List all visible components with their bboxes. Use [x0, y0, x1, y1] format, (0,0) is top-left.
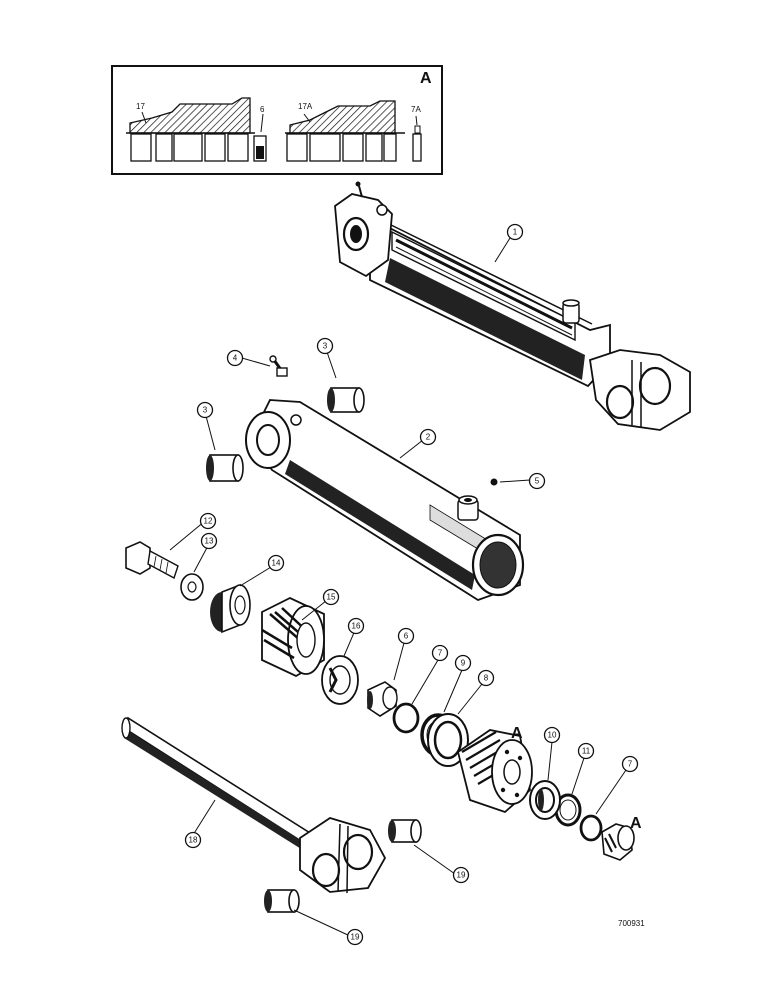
callout-9: 9 — [454, 654, 472, 672]
svg-text:2: 2 — [426, 433, 431, 442]
inset-label-6: 6 — [260, 105, 265, 114]
svg-text:18: 18 — [189, 836, 198, 845]
svg-text:12: 12 — [204, 517, 213, 526]
cylinder-barrel — [245, 399, 525, 601]
gland-17-section — [126, 97, 267, 162]
svg-text:4: 4 — [233, 354, 238, 363]
section-mark-gland: A — [511, 725, 523, 742]
rod-bushing-upper — [388, 819, 422, 843]
rod-wiper — [601, 823, 635, 861]
grease-fitting — [269, 355, 288, 377]
callout-19-upper: 19 — [452, 866, 470, 884]
svg-text:16: 16 — [352, 622, 361, 631]
callout-15: 15 — [322, 588, 340, 606]
callout-8: 8 — [477, 669, 495, 687]
section-mark-wiper: A — [630, 815, 642, 832]
wear-ring — [367, 681, 398, 717]
svg-text:11: 11 — [582, 747, 591, 756]
svg-text:7: 7 — [628, 760, 633, 769]
svg-text:8: 8 — [484, 674, 489, 683]
callout-11: 11 — [577, 742, 595, 760]
callout-10: 10 — [543, 726, 561, 744]
svg-text:19: 19 — [457, 871, 466, 880]
svg-text:13: 13 — [205, 537, 214, 546]
inset-section-a: A 17 6 — [111, 65, 443, 175]
callout-18: 18 — [184, 831, 202, 849]
svg-text:10: 10 — [548, 731, 557, 740]
assembled-cylinder — [334, 181, 691, 431]
inset-label-17a: 17A — [298, 102, 313, 111]
svg-text:14: 14 — [272, 559, 281, 568]
callout-6: 6 — [397, 627, 415, 645]
svg-text:3: 3 — [203, 406, 208, 415]
callout-19-lower: 19 — [346, 928, 364, 946]
callout-5: 5 — [528, 472, 546, 490]
wiper-ring — [529, 780, 561, 820]
gland-17a-section — [285, 100, 422, 162]
callout-4: 4 — [226, 349, 244, 367]
callout-7-lower: 7 — [621, 755, 639, 773]
rod-spacer — [321, 655, 359, 705]
bushing-lower — [206, 454, 244, 482]
svg-text:19: 19 — [351, 933, 360, 942]
gland — [456, 729, 533, 814]
figure-number: 700931 — [618, 919, 645, 928]
callout-3-upper: 3 — [316, 337, 334, 355]
callout-14: 14 — [267, 554, 285, 572]
svg-text:3: 3 — [323, 342, 328, 351]
svg-text:7: 7 — [438, 649, 443, 658]
inset-label-7a: 7A — [411, 105, 421, 114]
svg-text:5: 5 — [535, 477, 540, 486]
bolt — [125, 541, 179, 580]
svg-text:9: 9 — [461, 659, 466, 668]
svg-text:15: 15 — [327, 593, 336, 602]
callout-13: 13 — [200, 532, 218, 550]
callout-16: 16 — [347, 617, 365, 635]
piston — [261, 596, 325, 678]
piston-spacer — [210, 583, 251, 634]
o-ring-upper — [392, 702, 420, 734]
callout-3-lower: 3 — [196, 401, 214, 419]
plug — [490, 478, 498, 486]
inset-section-letter: A — [420, 70, 432, 87]
rod-bushing-lower — [264, 889, 300, 913]
callout-2: 2 — [419, 428, 437, 446]
inset-label-17: 17 — [136, 102, 145, 111]
washer — [180, 573, 204, 601]
o-ring-lower — [579, 814, 603, 842]
callout-12: 12 — [199, 512, 217, 530]
piston-rod — [121, 716, 387, 894]
callout-7-upper: 7 — [431, 644, 449, 662]
callout-1: 1 — [506, 223, 524, 241]
svg-text:6: 6 — [404, 632, 409, 641]
bushing-upper — [327, 387, 365, 413]
svg-text:1: 1 — [513, 228, 518, 237]
